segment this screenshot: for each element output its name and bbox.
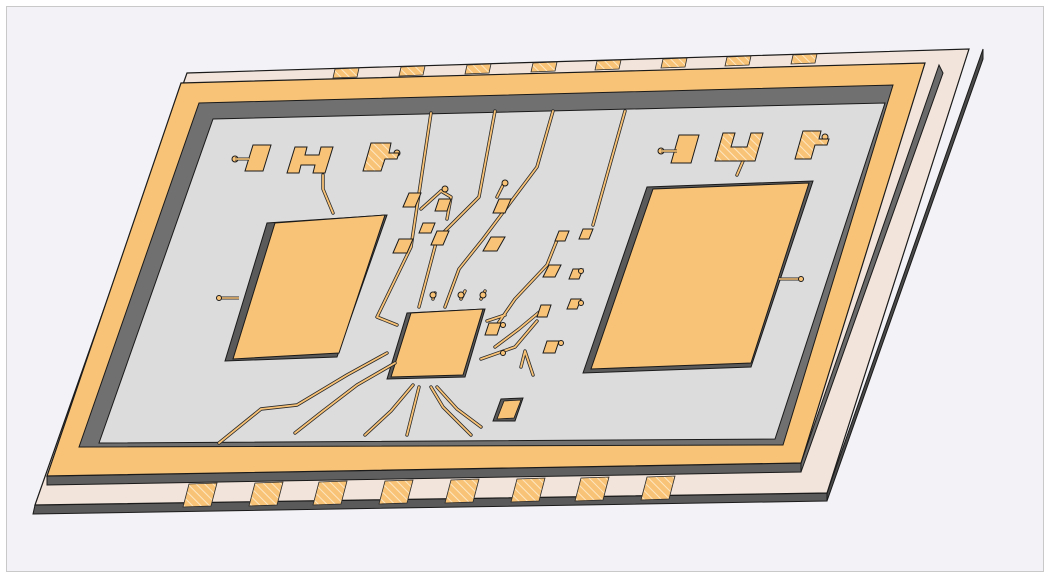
large-die-left	[219, 214, 388, 362]
figure-frame	[6, 6, 1044, 572]
small-square-pad	[492, 397, 524, 422]
component-r2	[714, 132, 764, 162]
component-l1	[244, 144, 272, 172]
top-lead-7	[724, 55, 752, 67]
module-drawing	[32, 48, 984, 515]
bottom-lead-1	[182, 482, 218, 508]
bottom-lead-5	[444, 478, 480, 504]
bottom-lead-6	[510, 477, 546, 503]
top-lead-2	[398, 65, 426, 77]
right-top-components	[661, 130, 830, 164]
top-lead-8	[790, 53, 818, 65]
top-lead-4	[530, 61, 558, 73]
component-r1	[670, 134, 700, 164]
trace-pads	[392, 192, 594, 354]
component-l2	[286, 146, 334, 174]
center-ic	[386, 308, 486, 380]
bottom-leads	[182, 475, 676, 508]
top-lead-1	[332, 67, 360, 79]
bottom-lead-2	[248, 481, 284, 507]
left-top-components	[235, 142, 400, 174]
large-die-right	[582, 180, 814, 374]
component-r3	[794, 130, 830, 160]
bond-points	[216, 133, 829, 356]
bottom-lead-4	[378, 479, 414, 505]
component-l3	[362, 142, 400, 172]
traces	[217, 109, 745, 445]
top-leads	[332, 53, 818, 79]
top-lead-6	[660, 57, 688, 69]
bottom-lead-7	[574, 476, 610, 502]
top-lead-3	[464, 63, 492, 75]
bottom-lead-8	[640, 475, 676, 501]
bottom-lead-3	[312, 480, 348, 506]
top-lead-5	[594, 59, 622, 71]
